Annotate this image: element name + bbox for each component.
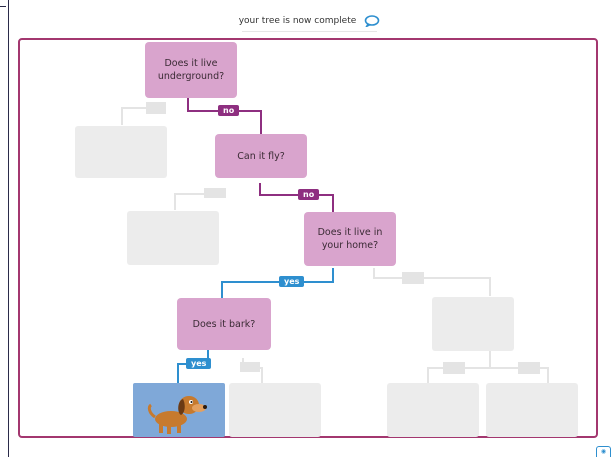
answer-result-dog[interactable] xyxy=(133,383,225,437)
ghost-box xyxy=(75,126,167,178)
ghost-box xyxy=(486,383,578,437)
question-live-in-home[interactable]: Does it live in your home? xyxy=(304,212,396,266)
question-can-fly[interactable]: Can it fly? xyxy=(215,134,307,178)
left-edge-tick xyxy=(0,6,6,7)
ghost-box xyxy=(432,297,514,351)
question-text: Can it fly? xyxy=(237,150,285,162)
speech-bubble-icon[interactable] xyxy=(364,15,380,27)
answer-badge-yes: yes xyxy=(186,358,212,369)
ghost-box xyxy=(229,383,321,437)
dog-icon xyxy=(147,396,207,434)
question-bark[interactable]: Does it bark? xyxy=(177,298,271,350)
question-text: Does it live in your home? xyxy=(317,227,383,251)
ghost-box xyxy=(127,211,219,265)
left-edge-rule xyxy=(8,0,9,457)
ghost-box xyxy=(387,383,479,437)
tree-connectors xyxy=(121,98,549,383)
corner-chat-button[interactable]: ◉ xyxy=(596,446,611,457)
answer-badge-yes: yes xyxy=(279,276,305,287)
question-text: Does it live underground? xyxy=(157,58,225,82)
question-live-underground[interactable]: Does it live underground? xyxy=(145,42,237,98)
status-bar: your tree is now complete xyxy=(232,10,387,32)
status-message: your tree is now complete xyxy=(238,16,357,26)
answer-badge-no: no xyxy=(298,189,320,200)
question-text: Does it bark? xyxy=(192,318,256,330)
status-underline xyxy=(242,31,377,32)
answer-badge-no: no xyxy=(218,105,240,116)
